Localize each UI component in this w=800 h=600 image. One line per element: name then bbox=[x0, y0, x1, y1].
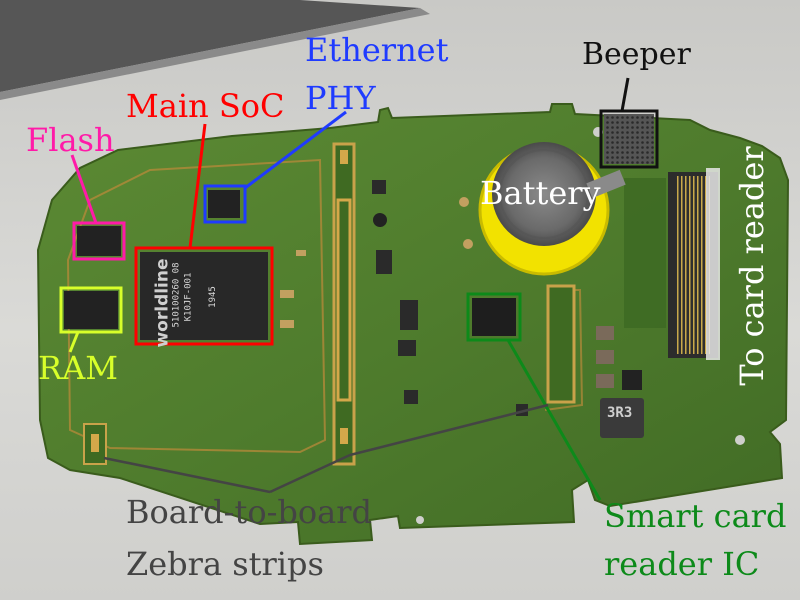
beeper-label: Beeper bbox=[582, 37, 691, 72]
zebra-pad bbox=[340, 428, 348, 444]
beeper-leader-line bbox=[620, 77, 630, 112]
zebra-label-line1: Board-to-board bbox=[126, 493, 372, 531]
soc-marking-line1: 510100260 08 bbox=[171, 262, 182, 328]
ram-leader-line bbox=[68, 331, 80, 353]
zebra-leader-line bbox=[349, 403, 549, 457]
mount-hole bbox=[735, 435, 745, 445]
connector-traces bbox=[624, 178, 666, 328]
smd-component bbox=[463, 239, 473, 249]
soc-annotation-box bbox=[134, 246, 274, 346]
smd-component bbox=[280, 320, 294, 328]
zebra-pad bbox=[91, 434, 99, 452]
flash-label: Flash bbox=[26, 121, 115, 159]
beeper-body bbox=[604, 114, 654, 164]
flash-annotation-box bbox=[72, 221, 126, 261]
ram-chip bbox=[64, 291, 118, 329]
smd-component bbox=[404, 390, 418, 404]
zebra-pad bbox=[340, 150, 348, 164]
smd-component bbox=[459, 197, 469, 207]
smd-component bbox=[376, 250, 392, 274]
soc-chip-shine bbox=[140, 252, 268, 340]
ethernet-label-line1: Ethernet bbox=[305, 31, 449, 69]
smartcard-chip bbox=[472, 298, 516, 336]
zebra-strip-mid bbox=[546, 284, 576, 404]
smd-component bbox=[373, 213, 387, 227]
phy-annotation-box bbox=[203, 184, 247, 224]
card-reader-label: To card reader bbox=[733, 146, 771, 386]
smd-component bbox=[398, 340, 416, 356]
mount-hole bbox=[416, 516, 424, 524]
beeper-annotation-box bbox=[599, 109, 659, 169]
phy-leader-line bbox=[244, 110, 347, 190]
background-laptop-edge bbox=[0, 8, 430, 100]
ethernet-label-line2: PHY bbox=[305, 79, 376, 117]
ram-label: RAM bbox=[38, 349, 118, 387]
smd-component bbox=[596, 350, 614, 364]
flash-chip bbox=[77, 226, 121, 256]
soc-marking-line3: 1945 bbox=[207, 286, 218, 308]
smd-component bbox=[296, 250, 306, 256]
soc-marking-line2: K10JF-001 bbox=[183, 272, 194, 322]
inductor bbox=[600, 398, 644, 438]
soc-brand-marking: worldline bbox=[152, 258, 173, 348]
smartcard-label-line1: Smart card bbox=[604, 497, 787, 535]
gold-trace-outline bbox=[66, 158, 327, 454]
card-reader-connector-pins bbox=[676, 176, 710, 354]
flash-leader-line bbox=[70, 154, 98, 224]
zebra-pad bbox=[336, 198, 352, 402]
ram-annotation-box bbox=[59, 286, 123, 334]
ethernet-phy-chip bbox=[208, 190, 240, 218]
battery-label: Battery bbox=[480, 174, 601, 212]
smd-component bbox=[596, 374, 614, 388]
card-reader-connector-lid bbox=[706, 168, 720, 360]
battery-ring bbox=[499, 149, 589, 239]
inductor-marking: 3R3 bbox=[607, 405, 633, 421]
smartcard-label-line2: reader IC bbox=[604, 545, 760, 583]
zebra-leader-line bbox=[269, 453, 351, 494]
battery-tab bbox=[586, 169, 626, 199]
smd-component bbox=[280, 290, 294, 298]
battery-cell bbox=[492, 142, 596, 246]
smd-component bbox=[400, 300, 418, 330]
smd-component bbox=[596, 326, 614, 340]
smartcard-leader-line bbox=[506, 339, 602, 501]
smd-component bbox=[622, 370, 642, 390]
smartcard-annotation-box bbox=[466, 292, 522, 342]
background-laptop bbox=[0, 0, 420, 92]
soc-chip bbox=[140, 252, 268, 340]
soc-leader-line bbox=[188, 123, 207, 249]
smd-component bbox=[372, 180, 386, 194]
zebra-leader-line bbox=[103, 456, 271, 494]
zebra-label-line2: Zebra strips bbox=[126, 545, 324, 583]
main-soc-label: Main SoC bbox=[126, 87, 285, 125]
